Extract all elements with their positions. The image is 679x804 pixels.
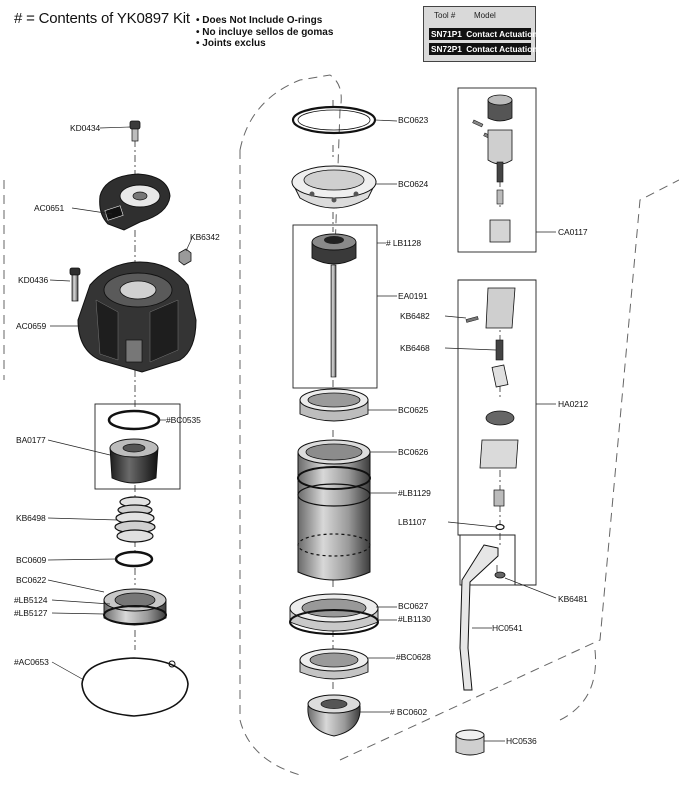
callout-bc0624: BC0624 xyxy=(398,179,429,189)
bc0628-ring xyxy=(299,648,369,680)
bc0609-oring xyxy=(114,550,154,568)
callout-bc0622: BC0622 xyxy=(16,575,47,585)
callout-bc0602: # BC0602 xyxy=(390,707,428,717)
bc0535-oring xyxy=(107,409,161,431)
callout-bc0535: #BC0535 xyxy=(166,415,201,425)
model-row: SN71P1 Contact Actuation xyxy=(429,28,537,40)
kd0436-bolt xyxy=(69,267,81,302)
ba0177-valve xyxy=(109,438,159,484)
callout-lb1107: LB1107 xyxy=(398,517,427,527)
model-row-tool: SN71P1 xyxy=(431,29,462,39)
callout-kb6481: KB6481 xyxy=(558,594,588,604)
callout-hc0541: HC0541 xyxy=(492,623,523,633)
bc0625-ring xyxy=(299,388,369,422)
callout-lb5124: #LB5124 xyxy=(14,595,48,605)
leader-lines xyxy=(47,119,557,742)
callout-ba0177: BA0177 xyxy=(16,435,46,445)
hc0536-tip xyxy=(455,729,485,756)
bc0623-ring xyxy=(291,105,377,135)
callout-ha0212: HA0212 xyxy=(558,399,589,409)
col-tool-header: Tool # xyxy=(434,11,456,20)
ac0651-cap xyxy=(99,173,171,231)
callout-lb1130: #LB1130 xyxy=(398,614,431,624)
callout-bc0609: BC0609 xyxy=(16,555,47,565)
callout-bc0628: #BC0628 xyxy=(396,652,431,662)
model-row-model: Contact Actuation xyxy=(466,29,538,39)
callout-ac0651: AC0651 xyxy=(34,203,65,213)
callout-kd0436: KD0436 xyxy=(18,275,49,285)
bc0624-cylinder-cap xyxy=(291,165,377,209)
callout-hc0536: HC0536 xyxy=(506,736,537,746)
callout-kd0434: KD0434 xyxy=(70,123,101,133)
callout-ac0659: AC0659 xyxy=(16,321,47,331)
callout-kb6498: KB6498 xyxy=(16,513,46,523)
bc0627-bumper xyxy=(289,593,379,635)
callout-bc0627: BC0627 xyxy=(398,601,429,611)
callout-ea0191: EA0191 xyxy=(398,291,428,301)
group-boxes xyxy=(94,87,537,586)
callout-bc0626: BC0626 xyxy=(398,447,429,457)
ea0191-piston-driver xyxy=(311,233,357,378)
kb6481-clip xyxy=(494,571,506,579)
bc0602-bumper xyxy=(307,694,361,737)
box-ca0117 xyxy=(457,87,537,253)
model-table: Tool # Model SN71P1 Contact Actuation SN… xyxy=(423,6,537,62)
ac0653-gasket xyxy=(81,657,189,717)
kit-notes: • Does Not Include O-rings • No incluye … xyxy=(196,15,333,50)
bc0626-cylinder xyxy=(297,439,371,581)
box-ba0177 xyxy=(94,403,181,490)
dashed-boundaries xyxy=(3,74,679,776)
kb6498-spring xyxy=(114,496,156,543)
callout-kb6468: KB6468 xyxy=(400,343,430,353)
callout-bc0623: BC0623 xyxy=(398,115,429,125)
model-row-model: Contact Actuation xyxy=(466,44,538,54)
callout-lb1128: # LB1128 xyxy=(386,238,421,248)
callout-bc0625: BC0625 xyxy=(398,405,429,415)
note-line: • Does Not Include O-rings xyxy=(196,15,323,26)
callout-kb6342: KB6342 xyxy=(190,232,220,242)
kd0434-screw xyxy=(129,120,141,142)
callout-lb5127: #LB5127 xyxy=(14,608,48,618)
ac0659-housing xyxy=(77,261,197,373)
col-model-header: Model xyxy=(474,11,496,20)
ca0117-valve-parts xyxy=(472,94,513,243)
kit-contents-title: # = Contents of YK0897 Kit xyxy=(14,10,190,27)
bc0622-piston xyxy=(103,588,167,626)
box-hc0541 xyxy=(459,534,516,586)
model-row: SN72P1 Contact Actuation xyxy=(429,43,537,55)
ha0212-trigger-parts xyxy=(465,287,519,531)
model-row-tool: SN72P1 xyxy=(431,44,462,54)
note-line: • Joints exclus xyxy=(196,38,266,49)
box-ea0191 xyxy=(292,224,378,389)
callout-lb1129: #LB1129 xyxy=(398,488,431,498)
hc0541-arm xyxy=(459,544,499,691)
callout-ac0653: #AC0653 xyxy=(14,657,49,667)
callout-kb6482: KB6482 xyxy=(400,311,430,321)
kb6342-plug xyxy=(178,248,192,266)
callout-ca0117: CA0117 xyxy=(558,227,588,237)
note-line: • No incluye sellos de gomas xyxy=(196,26,334,38)
